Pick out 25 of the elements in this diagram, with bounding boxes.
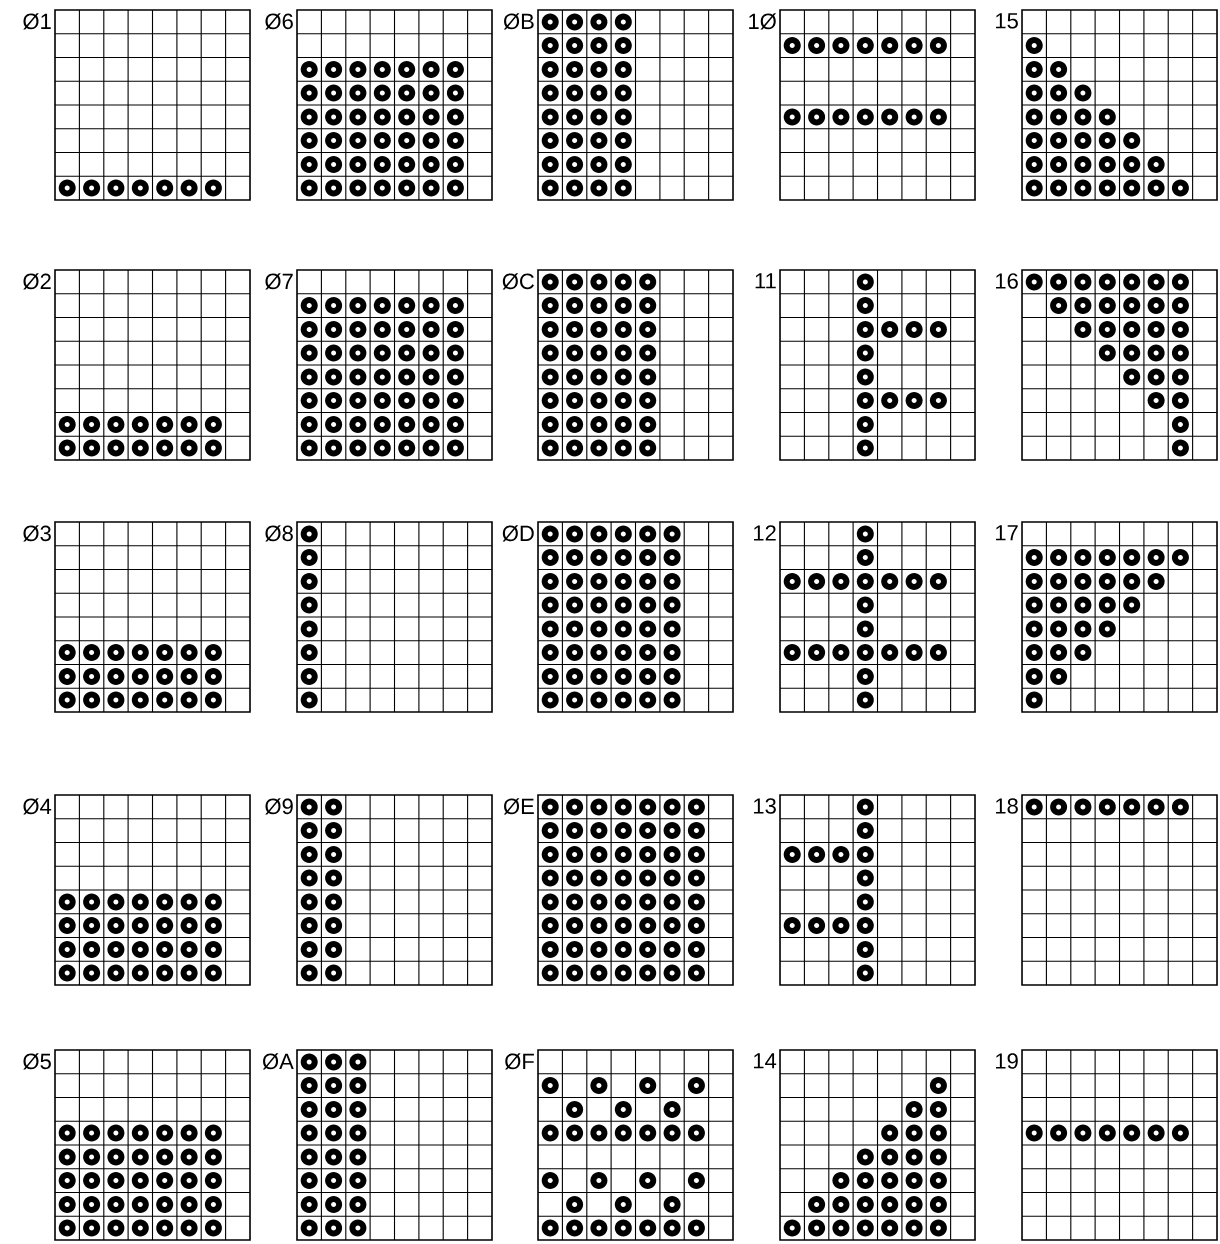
grid-label: 12 (754, 525, 776, 541)
grid-label: Ø3 (23, 525, 51, 542)
grid-label: Ø8 (265, 525, 293, 542)
grid-label: 13 (754, 798, 776, 814)
grid-label: 17 (996, 525, 1018, 541)
grid-label: 15 (996, 13, 1018, 29)
grid-label: 18 (996, 798, 1018, 814)
grid-label: Ø7 (265, 273, 293, 290)
grid-label: 19 (996, 1053, 1018, 1069)
grid-label: 16 (996, 273, 1018, 289)
grid-label: 1Ø (749, 13, 777, 30)
grid-label: ØF (505, 1053, 534, 1070)
grid-label: ØC (502, 273, 534, 290)
grid-label: ØE (503, 798, 534, 815)
grid-label: 14 (754, 1053, 777, 1069)
grid-label: 11 (755, 273, 776, 289)
grid-label: ØD (502, 525, 534, 542)
grid-label: Ø6 (265, 13, 293, 30)
grid-label: Ø9 (265, 798, 293, 815)
grid-label: ØA (262, 1053, 294, 1070)
grid-label: Ø5 (23, 1053, 51, 1070)
grid-label: Ø1 (23, 13, 51, 30)
grid-label: Ø2 (23, 273, 51, 290)
grid-label: Ø4 (23, 798, 52, 815)
grid-label: ØB (503, 13, 534, 30)
